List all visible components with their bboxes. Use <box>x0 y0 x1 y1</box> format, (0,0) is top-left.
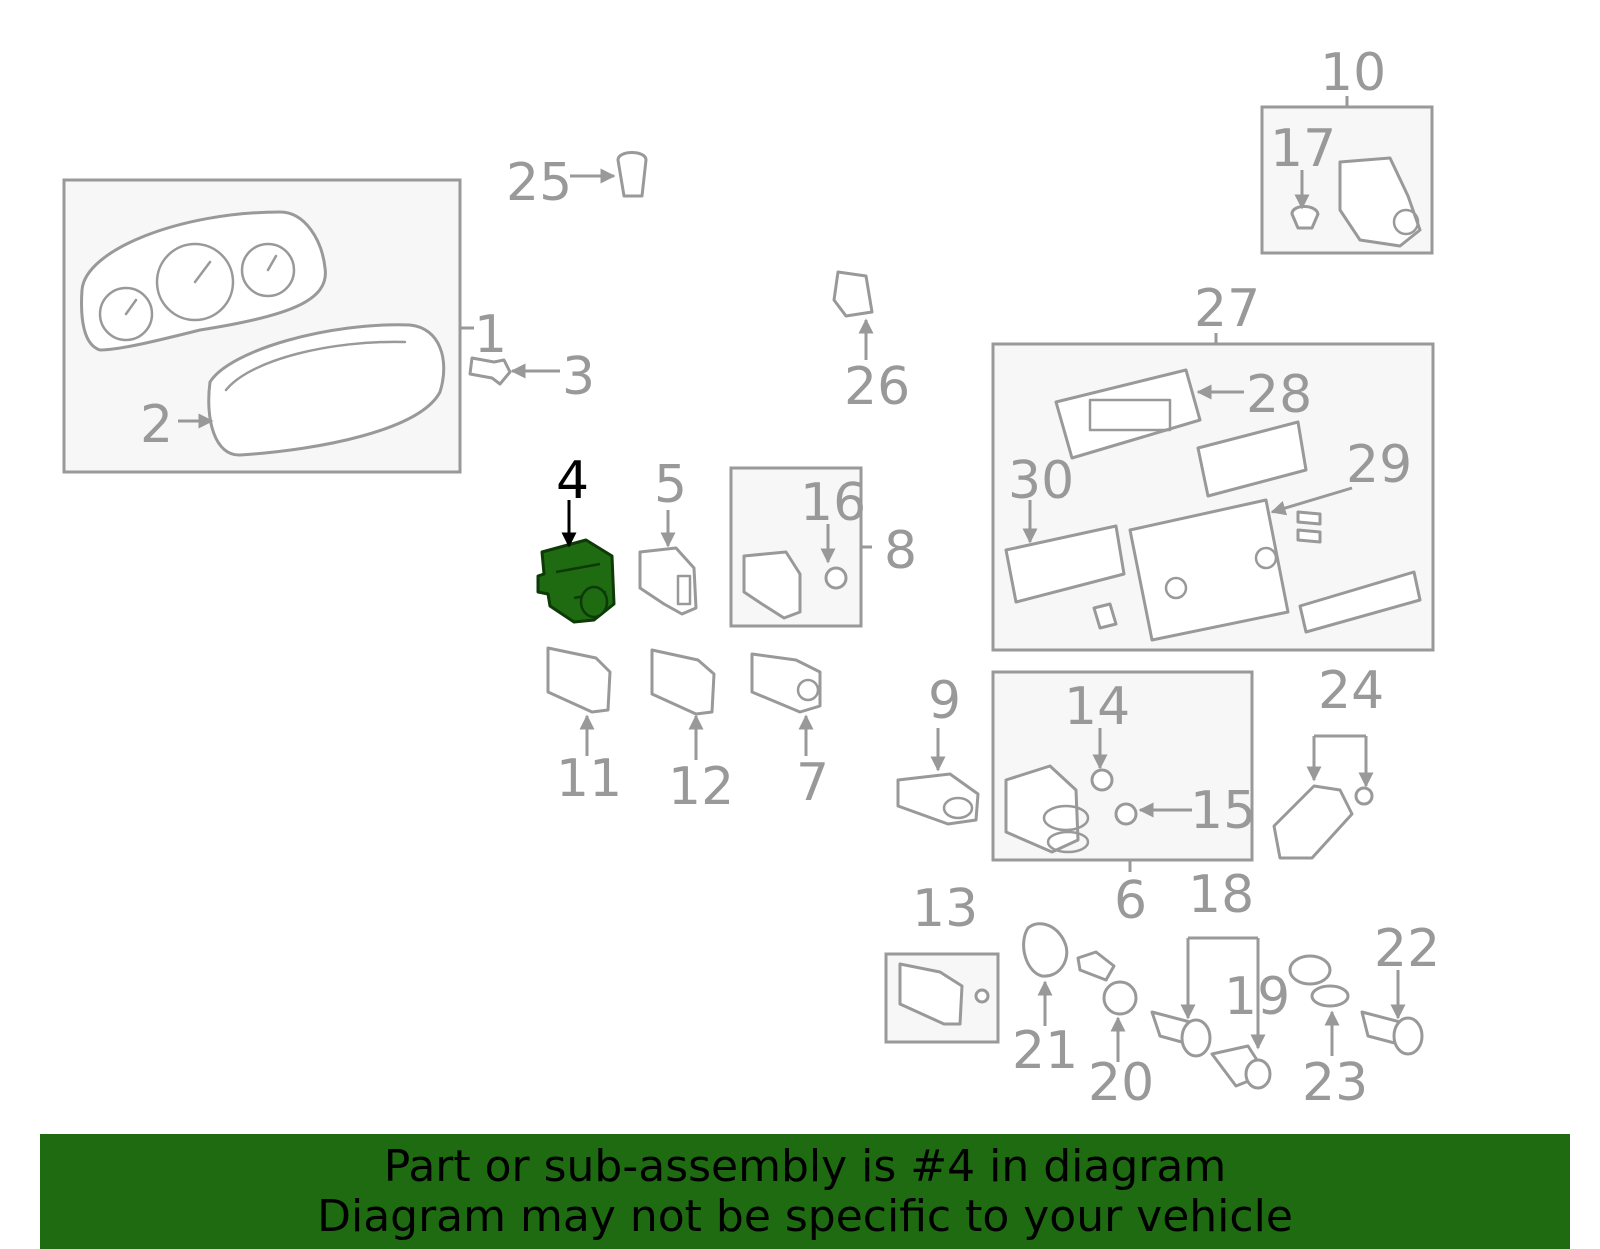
socket-part-20 <box>1076 950 1138 1062</box>
lighter-part-18 <box>1150 936 1266 1058</box>
callout-14: 14 <box>1064 677 1130 737</box>
bulb-part-25 <box>570 151 648 198</box>
callout-3: 3 <box>562 347 595 407</box>
switch-assembly-box-10 <box>1260 96 1434 255</box>
banner-line-disclaimer: Diagram may not be specific to your vehi… <box>317 1190 1293 1242</box>
switch-part-24 <box>1272 734 1374 860</box>
callout-labels: 1 2 3 4 5 6 7 8 9 10 11 12 13 14 15 16 1… <box>140 43 1440 1113</box>
callout-22: 22 <box>1374 919 1440 979</box>
bolt-part-3 <box>468 356 560 386</box>
cluster-group-box <box>62 178 474 474</box>
callout-23: 23 <box>1302 1053 1368 1113</box>
callout-28: 28 <box>1246 365 1312 425</box>
switch-part-11 <box>546 646 612 756</box>
callout-5: 5 <box>654 455 687 515</box>
info-banner: Part or sub-assembly is #4 in diagram Di… <box>40 1134 1570 1249</box>
switch-assembly-box-8 <box>729 466 872 628</box>
callout-9: 9 <box>928 671 961 731</box>
callout-7: 7 <box>796 753 829 813</box>
callout-12: 12 <box>668 757 734 817</box>
climate-control-box-27 <box>991 333 1435 652</box>
callout-19: 19 <box>1224 967 1290 1027</box>
switch-part-4-highlighted <box>536 500 616 624</box>
callout-11: 11 <box>556 749 622 809</box>
callout-21: 21 <box>1012 1021 1078 1081</box>
callout-4-selected: 4 <box>556 451 589 511</box>
callout-20: 20 <box>1088 1053 1154 1113</box>
callout-8: 8 <box>884 521 917 581</box>
switch-assembly-box-6 <box>991 670 1254 872</box>
callout-18: 18 <box>1188 865 1254 925</box>
callout-30: 30 <box>1008 451 1074 511</box>
callout-16: 16 <box>800 473 866 533</box>
callout-13: 13 <box>912 879 978 939</box>
callout-24: 24 <box>1318 661 1384 721</box>
callout-29: 29 <box>1346 435 1412 495</box>
callout-10: 10 <box>1320 43 1386 103</box>
socket-cap-part-23 <box>1288 954 1350 1056</box>
callout-27: 27 <box>1194 279 1260 339</box>
callout-1: 1 <box>474 305 507 365</box>
socket-part-21 <box>1022 922 1069 1026</box>
callout-26: 26 <box>844 357 910 417</box>
switch-part-26 <box>832 270 874 360</box>
socket-part-22 <box>1360 970 1424 1056</box>
switch-part-7 <box>750 652 822 756</box>
switch-assembly-box-13 <box>884 952 1000 1044</box>
banner-line-part-info: Part or sub-assembly is #4 in diagram <box>383 1140 1227 1192</box>
lighter-part-19 <box>1210 1044 1272 1090</box>
callout-2: 2 <box>140 395 173 455</box>
callout-17: 17 <box>1270 119 1336 179</box>
callout-15: 15 <box>1190 781 1256 841</box>
switch-part-9 <box>896 728 980 826</box>
callout-25: 25 <box>506 153 572 213</box>
switch-part-12 <box>650 648 716 760</box>
switch-part-5 <box>638 510 698 616</box>
callout-6: 6 <box>1114 871 1147 931</box>
